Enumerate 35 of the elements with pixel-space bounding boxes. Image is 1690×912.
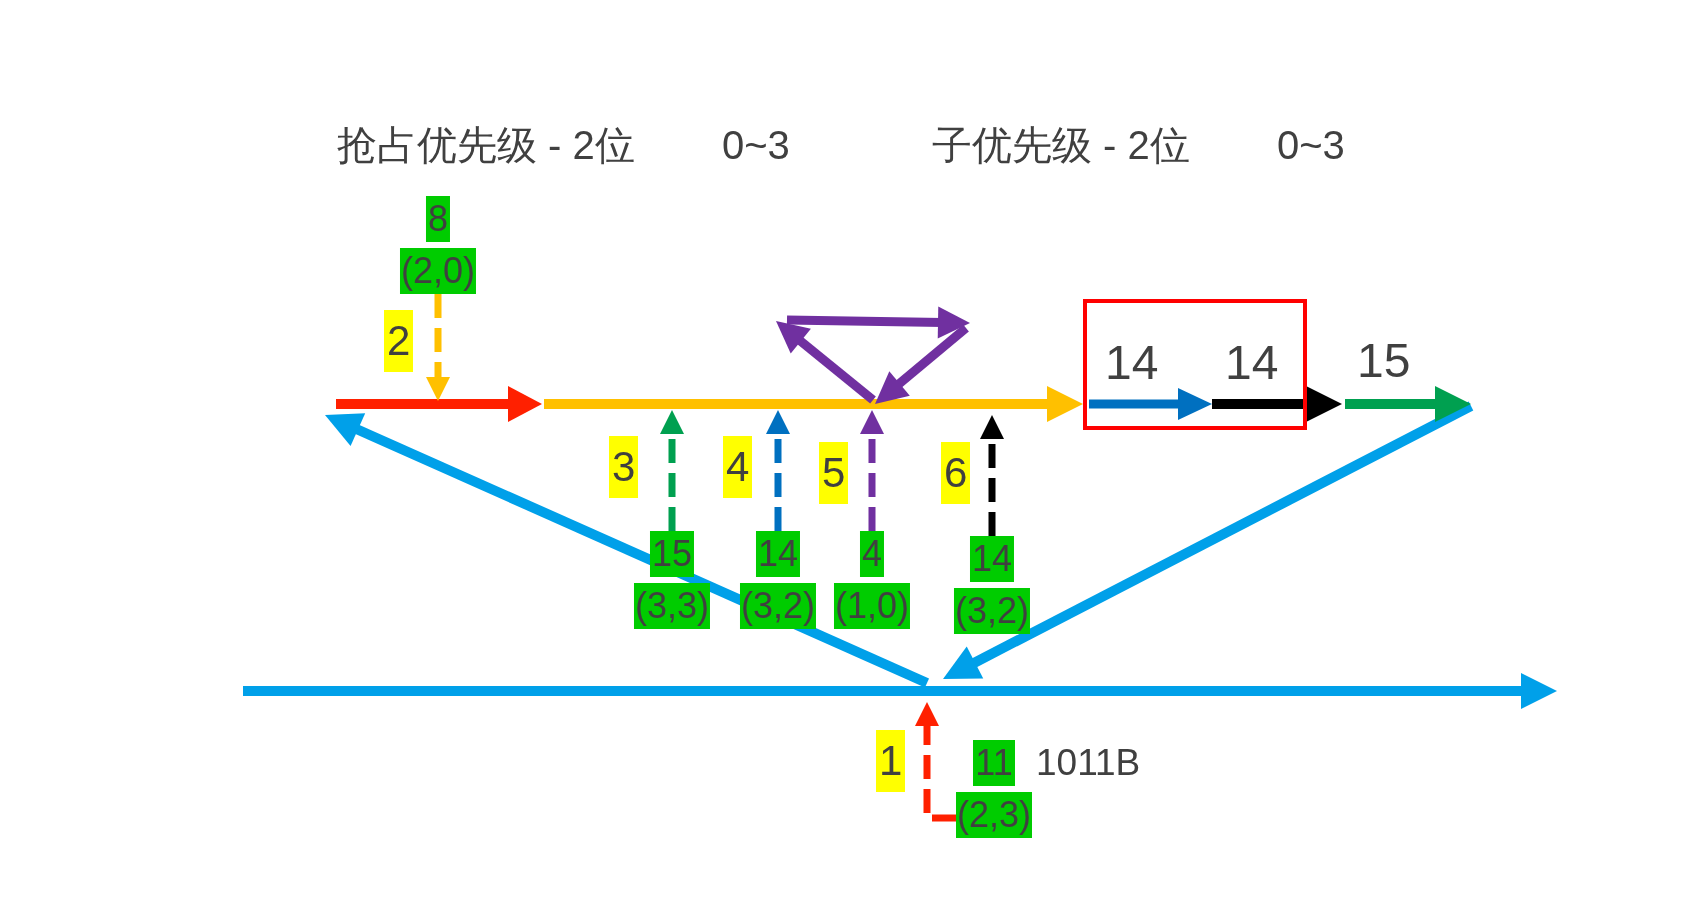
- execution-arrow: [544, 386, 1083, 422]
- range-text: 0~3: [722, 122, 790, 168]
- interrupt-number-tag: 14: [755, 531, 800, 577]
- dashed-arrow: [915, 702, 956, 822]
- priority-heading: 抢占优先级 - 2位: [337, 122, 635, 168]
- step-number: 6: [941, 442, 971, 504]
- priority-tag: (1,0): [834, 583, 910, 629]
- interrupt-number: 14: [1105, 335, 1159, 391]
- interrupt-number: 15: [1357, 333, 1411, 389]
- dashed-arrow: [860, 410, 884, 531]
- priority-tag: (2,0): [400, 248, 476, 294]
- step-number: 1: [876, 730, 906, 792]
- priority-tag: (3,2): [740, 583, 816, 629]
- range-text: 0~3: [1277, 122, 1345, 168]
- step-number: 4: [723, 436, 753, 498]
- interrupt-number-tag: 11: [973, 740, 1015, 786]
- highlight-frame: [1083, 299, 1307, 430]
- interrupt-number-tag: 8: [426, 196, 450, 242]
- dashed-arrow: [766, 410, 790, 531]
- execution-arrow: [1345, 386, 1471, 422]
- binary-value: 1011B: [1036, 741, 1141, 785]
- interrupt-number-tag: 4: [860, 531, 884, 577]
- dashed-arrow: [980, 415, 1004, 536]
- dashed-arrow: [660, 410, 684, 531]
- interrupt-number-tag: 14: [969, 536, 1014, 582]
- step-number: 2: [384, 310, 414, 372]
- priority-tag: (2,3): [956, 792, 1033, 838]
- step-number: 3: [609, 436, 639, 498]
- interrupt-number-tag: 15: [649, 531, 694, 577]
- priority-tag: (3,2): [954, 588, 1030, 634]
- step-number: 5: [819, 442, 849, 504]
- priority-tag: (3,3): [634, 583, 710, 629]
- dashed-arrow: [426, 294, 450, 401]
- priority-heading: 子优先级 - 2位: [932, 122, 1190, 168]
- interrupt-number: 14: [1225, 335, 1279, 391]
